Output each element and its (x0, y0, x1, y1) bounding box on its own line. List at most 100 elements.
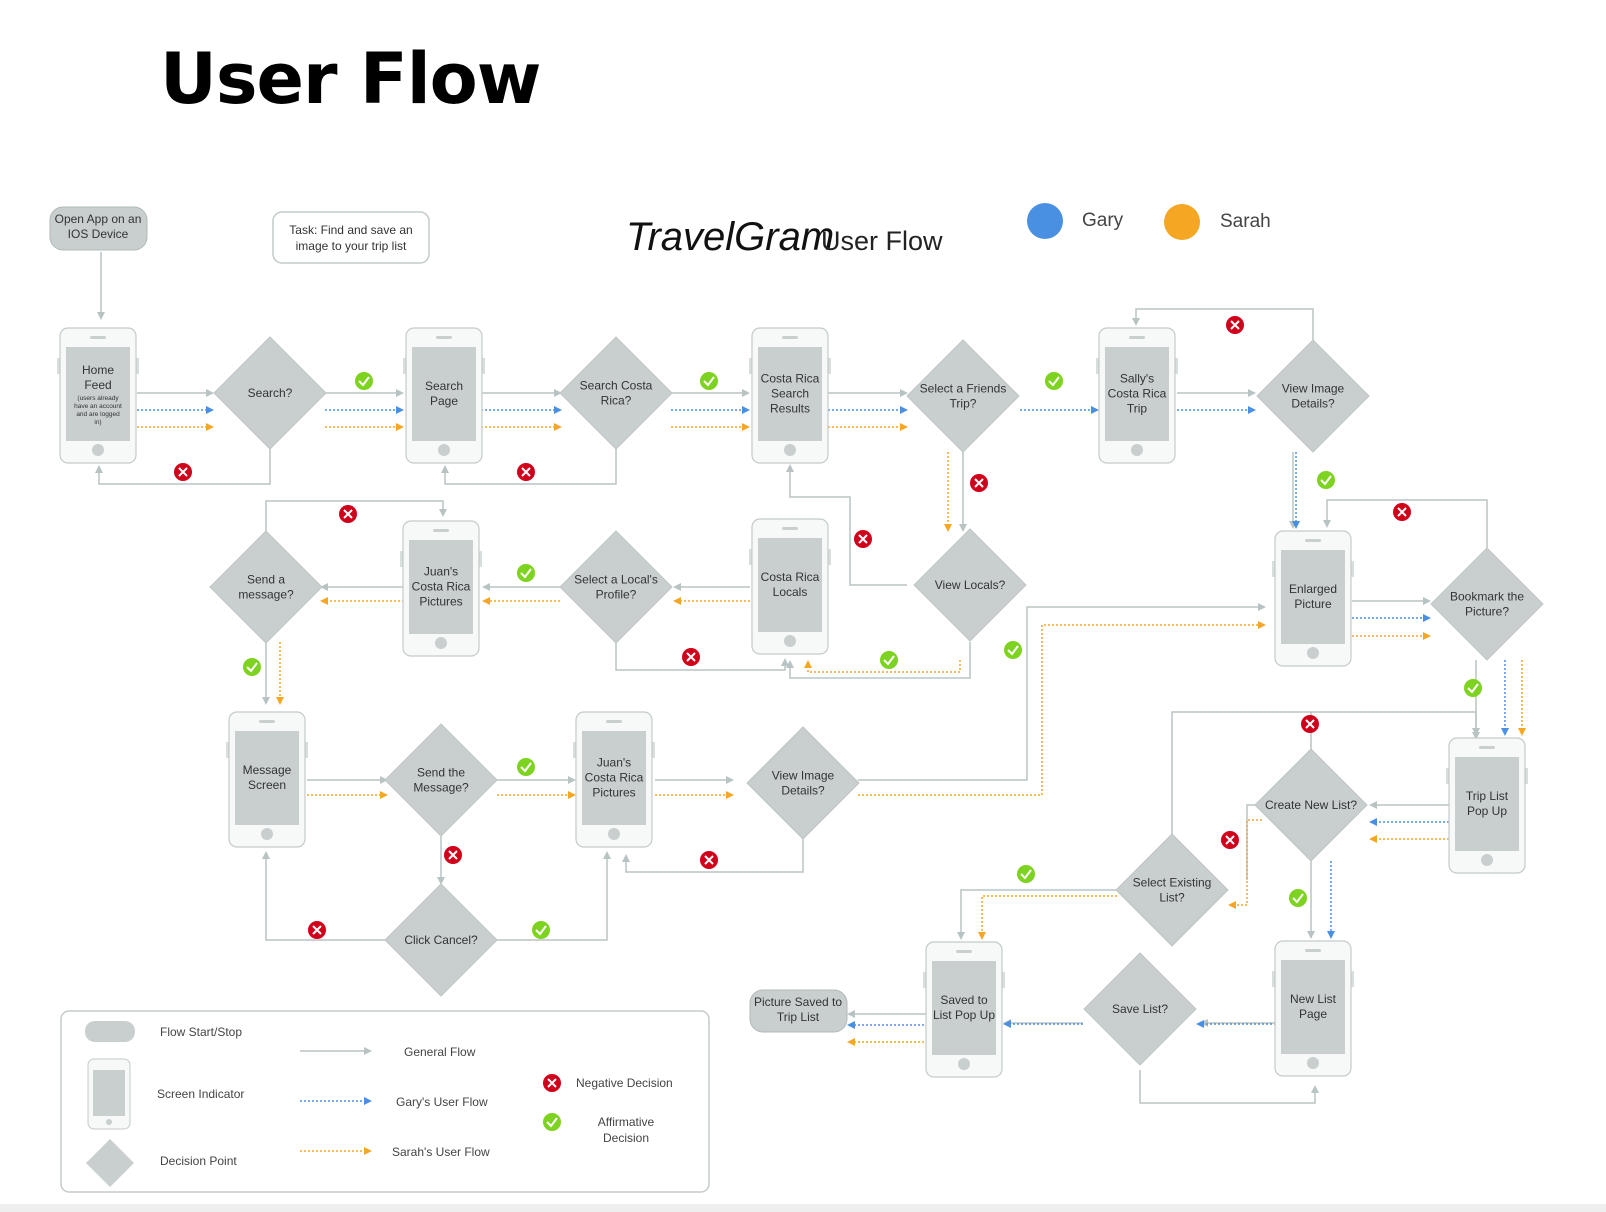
legend: Flow Start/Stop Screen Indicator Decisio… (60, 1010, 710, 1193)
task-line-1: Task: Find and save an (289, 223, 412, 237)
screen-sallys-trip-label-1: Costa Rica (1108, 387, 1167, 401)
affirmative-check-icon (532, 921, 550, 939)
screen-home-feed-label-0: Home (82, 363, 114, 377)
brand-logo: TravelGram (626, 215, 834, 259)
screen-cr-search-results-label-2: Results (770, 402, 810, 416)
legend-pill-icon (85, 1021, 135, 1042)
sarah-selectexisting-to-savedpopup (978, 895, 1117, 940)
legend-box (60, 1010, 710, 1193)
sarah-view2-to-enlarged (858, 621, 1266, 796)
decision-select-local-label-1: Profile? (596, 588, 637, 602)
stop-picture-saved-line-1: Picture Saved to (754, 995, 842, 1009)
sarah-color-dot (1164, 204, 1200, 240)
decision-search: Search? (213, 336, 327, 450)
affirmative-check-icon (355, 372, 373, 390)
decision-bookmark-label-0: Bookmark the (1450, 590, 1524, 604)
connector-savelist-back-newlist (1139, 1070, 1319, 1104)
stop-picture-saved-line-2: Trip List (777, 1010, 820, 1024)
decision-click-cancel: Click Cancel? (384, 883, 498, 997)
legend-diamond-icon (86, 1139, 134, 1187)
negative-x-icon (339, 505, 357, 523)
persona-sarah: Sarah (1164, 204, 1271, 240)
screen-home-feed-note-3: in) (94, 419, 101, 426)
screen-trip-list-popup-label-0: Trip List (1466, 789, 1509, 803)
legend-general: General Flow (404, 1045, 476, 1059)
negative-x-icon (1393, 503, 1411, 521)
decision-send-the-message-label-1: Message? (413, 781, 469, 795)
connector-view2-back-juans2 (622, 838, 804, 873)
affirmative-check-icon (1004, 641, 1022, 659)
connector-search-back-home (95, 448, 271, 485)
decision-select-local-label-0: Select a Local's (574, 573, 658, 587)
decision-select-friends-label-1: Trip? (950, 397, 977, 411)
screen-juans-pictures-1-label-2: Pictures (419, 595, 462, 609)
screen-home-feed-note-2: and are logged (76, 411, 120, 418)
negative-x-icon (174, 463, 192, 481)
screen-trip-list-popup-label-1: Pop Up (1467, 804, 1507, 818)
screen-juans-pictures-1-label-1: Costa Rica (412, 580, 471, 594)
task-line-2: image to your trip list (296, 239, 407, 253)
decision-click-cancel-label-0: Click Cancel? (404, 933, 478, 947)
screen-home-feed-label-1: Feed (84, 378, 111, 392)
screen-cr-locals-label-0: Costa Rica (761, 570, 820, 584)
negative-x-icon (517, 463, 535, 481)
screen-search-page-label-1: Page (430, 394, 458, 408)
affirmative-check-icon (243, 658, 261, 676)
connector-searchcr-back-searchpage (441, 448, 617, 485)
decision-select-friends-label-0: Select a Friends (920, 382, 1007, 396)
connector-locals-back-results (786, 464, 907, 586)
header-subtitle: User Flow (821, 226, 943, 256)
legend-gary: Gary's User Flow (396, 1095, 488, 1109)
decision-view-image-2-label-0: View Image (772, 769, 835, 783)
stop-picture-saved: Picture Saved to Trip List (749, 989, 848, 1033)
connector-cancel-to-juans2 (497, 851, 611, 941)
affirmative-check-icon (517, 564, 535, 582)
affirmative-check-icon (1317, 471, 1335, 489)
sarah-flow-connectors (137, 423, 1526, 1046)
screen-home-feed-note-0: (users already (77, 395, 119, 402)
affirmative-check-icon (517, 758, 535, 776)
screen-juans-pictures-2-label-2: Pictures (592, 786, 635, 800)
start-open-app-line-2: IOS Device (68, 227, 129, 241)
sarah-locals-to-crlocals (804, 660, 961, 673)
screen-sallys-trip-label-2: Trip (1127, 402, 1148, 416)
sarah-createlist-to-selectexisting (1228, 819, 1262, 909)
start-open-app-line-1: Open App on an (55, 212, 142, 226)
decision-view-image-1-label-1: Details? (1291, 397, 1335, 411)
page-title: User Flow (160, 38, 541, 120)
screen-cr-locals-label-1: Locals (773, 585, 808, 599)
connector-sendmsg-back-juans1 (265, 500, 447, 532)
legend-sarah: Sarah's User Flow (392, 1145, 490, 1159)
screen-saved-popup-label-1: List Pop Up (933, 1008, 995, 1022)
affirmative-check-icon (880, 651, 898, 669)
negative-x-icon (970, 474, 988, 492)
affirmative-check-icon (1045, 372, 1063, 390)
decision-search-cr-label-1: Rica? (601, 394, 632, 408)
connector-createlist-line-top (1311, 711, 1480, 740)
screen-enlarged-picture-label-1: Picture (1294, 597, 1332, 611)
decision-send-message-label-1: message? (238, 588, 294, 602)
gary-color-dot (1027, 203, 1063, 239)
legend-affirmative-line-2: Decision (603, 1131, 649, 1145)
bottom-scroll-strip (0, 1204, 1606, 1212)
persona-gary: Gary (1027, 203, 1124, 239)
screen-message-screen-label-1: Screen (248, 778, 286, 792)
connector-selectexisting-to-savedpopup (957, 889, 1117, 940)
screen-cr-search-results-label-0: Costa Rica (761, 372, 820, 386)
legend-flow-start: Flow Start/Stop (160, 1025, 242, 1039)
